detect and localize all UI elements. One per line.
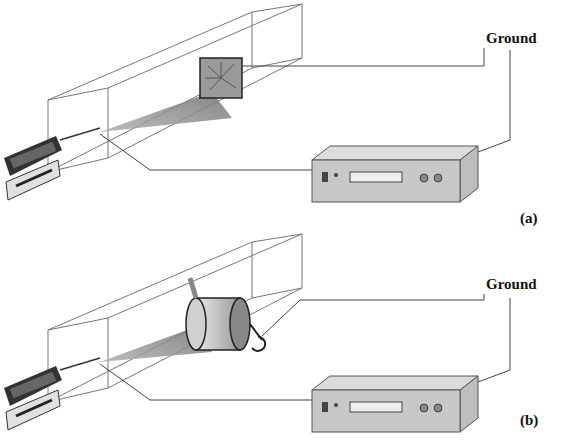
wires-b	[100, 294, 510, 400]
syringe-pump-b	[4, 358, 100, 430]
panel-a	[48, 4, 302, 172]
chamber-front	[48, 318, 108, 402]
wires-a	[100, 48, 510, 170]
collector-plate	[200, 58, 242, 98]
chamber-back	[252, 4, 302, 68]
chamber-front	[48, 88, 108, 172]
panel-label: (b)	[520, 412, 538, 429]
syringe-pump-a	[4, 128, 100, 200]
spray-burst	[205, 62, 236, 90]
power-supply-a	[312, 146, 478, 202]
power-supply-b	[312, 376, 478, 432]
panel-b	[48, 234, 302, 402]
ground-label: Ground	[486, 30, 537, 47]
rotating-drum	[186, 278, 265, 351]
panel-label: (a)	[520, 210, 538, 227]
ground-label: Ground	[486, 276, 537, 293]
chamber-back	[252, 234, 302, 298]
